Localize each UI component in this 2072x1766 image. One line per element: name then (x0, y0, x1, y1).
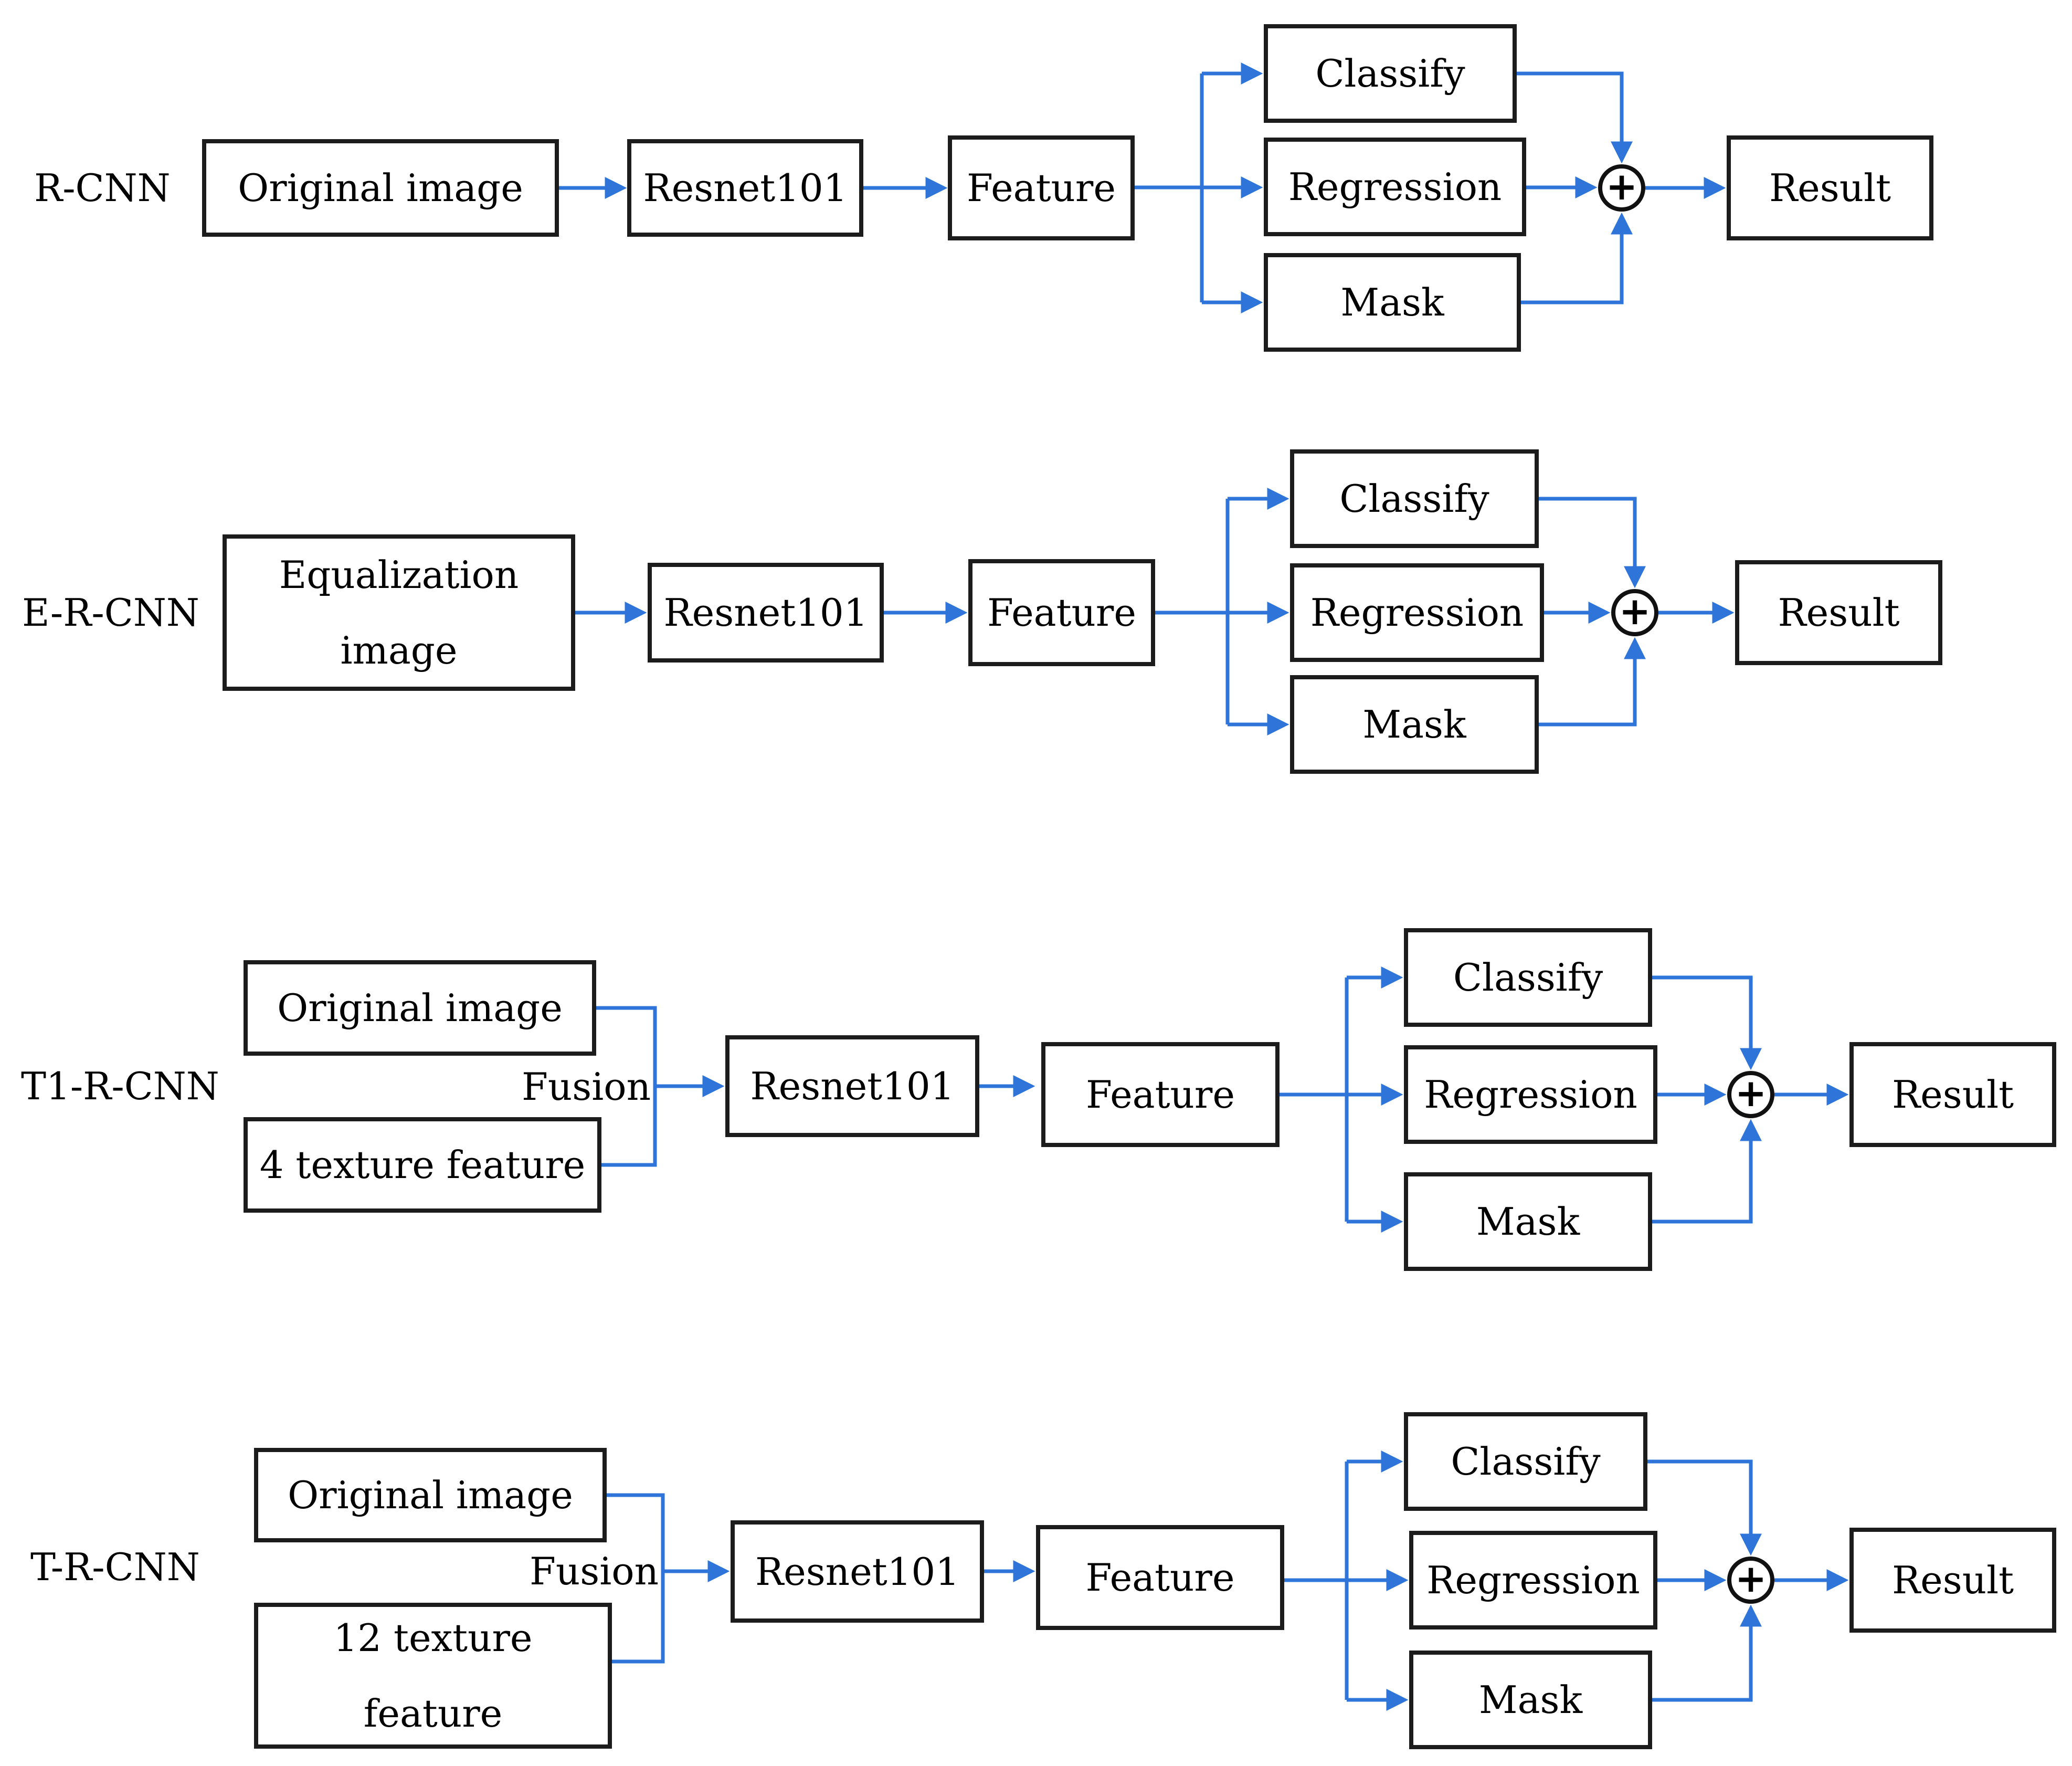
box-classify: Classify (1404, 1412, 1647, 1511)
arrow-mask-to-sum (1539, 637, 1646, 727)
arrow-classify-to-sum (1539, 497, 1646, 588)
row-label-rcnn: R-CNN (34, 166, 171, 210)
box-regression: Regression (1409, 1531, 1657, 1630)
row-label-ercnn: E-R-CNN (22, 591, 199, 635)
box-result: Result (1727, 135, 1933, 240)
arrow-classify-to-sum (1517, 71, 1633, 164)
arrow-mask-to-sum (1652, 1119, 1762, 1224)
box-feature: Feature (968, 559, 1155, 666)
box-4-texture-feature: 4 texture feature (244, 1117, 601, 1213)
arrow-mask-to-sum (1652, 1604, 1762, 1702)
box-result: Result (1735, 560, 1942, 665)
fusion-label: Fusion (521, 1065, 651, 1109)
box-12-texture-feature: 12 texture feature (254, 1603, 612, 1749)
fusion-label: Fusion (529, 1549, 659, 1593)
box-regression: Regression (1404, 1045, 1657, 1144)
box-result: Result (1849, 1042, 2056, 1147)
box-mask: Mask (1404, 1172, 1652, 1271)
box-original-image: Original image (202, 139, 559, 237)
fusion-bracket (607, 1493, 665, 1664)
box-mask: Mask (1409, 1651, 1652, 1749)
box-resnet101: Resnet101 (648, 563, 884, 663)
box-result: Result (1849, 1528, 2056, 1633)
box-classify: Classify (1404, 928, 1652, 1027)
arrow-classify-to-sum (1652, 975, 1762, 1070)
sum-node: + (1727, 1071, 1774, 1118)
box-feature: Feature (1036, 1525, 1284, 1630)
box-original-image: Original image (244, 960, 596, 1056)
box-equalization-image: Equalization image (223, 534, 575, 691)
box-regression: Regression (1264, 138, 1526, 236)
arrow-classify-to-sum (1647, 1459, 1762, 1556)
sum-node: + (1611, 589, 1658, 636)
box-mask: Mask (1290, 675, 1539, 774)
box-regression: Regression (1290, 563, 1544, 662)
box-mask: Mask (1264, 253, 1521, 352)
sum-node: + (1727, 1557, 1774, 1604)
row-label-trcnn: T-R-CNN (30, 1545, 200, 1589)
box-resnet101: Resnet101 (627, 139, 863, 237)
box-classify: Classify (1264, 24, 1517, 123)
box-feature: Feature (1041, 1042, 1280, 1147)
box-resnet101: Resnet101 (725, 1035, 979, 1137)
box-resnet101: Resnet101 (731, 1520, 984, 1623)
box-classify: Classify (1290, 449, 1539, 548)
box-original-image: Original image (254, 1448, 607, 1542)
row-label-t1rcnn: T1-R-CNN (21, 1064, 219, 1108)
sum-node: + (1598, 164, 1645, 212)
box-feature: Feature (948, 135, 1135, 240)
arrow-mask-to-sum (1521, 212, 1633, 304)
